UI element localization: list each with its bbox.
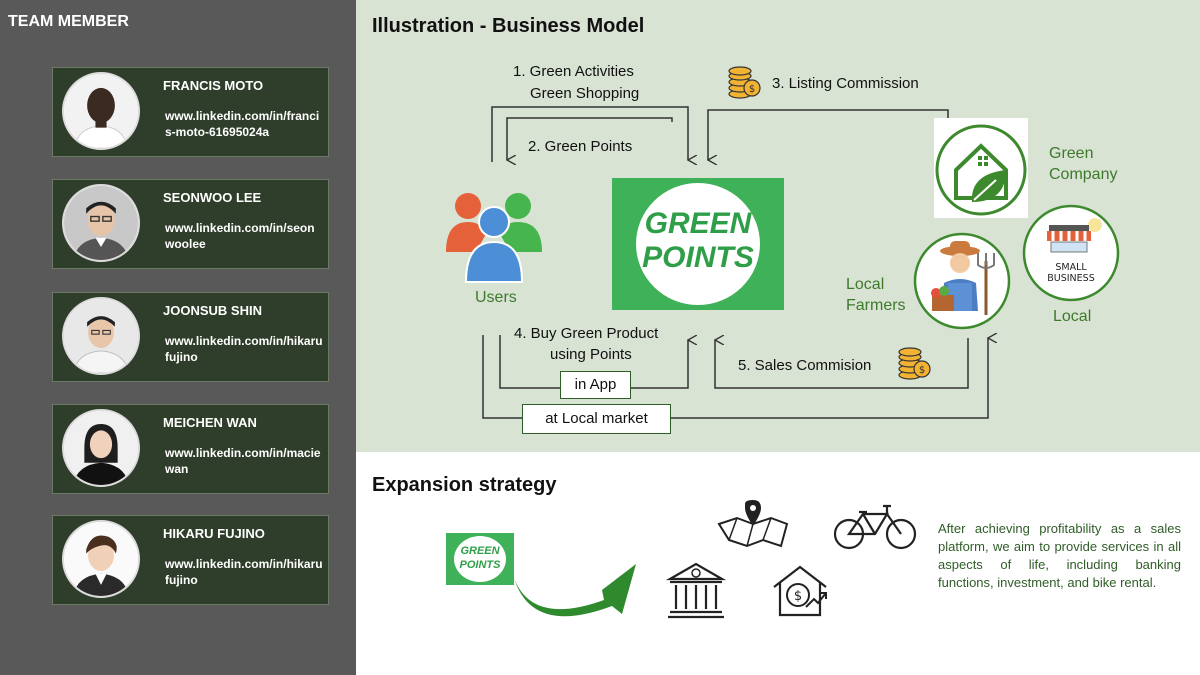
member-name: SEONWOO LEE [163, 190, 262, 205]
member-linkedin-link[interactable]: www.linkedin.com/in/seonwoolee [165, 221, 315, 251]
team-panel: TEAM MEMBER FRANCIS MOTO www.linkedin.co… [0, 0, 356, 675]
step5-label: 5. Sales Commision [738, 357, 872, 374]
member-card: FRANCIS MOTO www.linkedin.com/in/francis… [52, 67, 329, 157]
member-card: JOONSUB SHIN www.linkedin.com/in/hikaruf… [52, 292, 329, 382]
step4-label: 4. Buy Green Product [514, 325, 659, 342]
member-card: SEONWOO LEE www.linkedin.com/in/seonwool… [52, 179, 329, 269]
green-company-logo [934, 118, 1028, 218]
coins-icon: $ [898, 347, 931, 380]
step2-label: 2. Green Points [528, 138, 633, 155]
map-icon [717, 500, 789, 548]
expansion-description: After achieving profitability as a sales… [938, 521, 1181, 590]
investment-icon: $ [773, 565, 827, 617]
green-company-label-line2: Company [1049, 166, 1118, 183]
member-photo [62, 72, 140, 150]
member-photo [62, 297, 140, 375]
farmer-icon [913, 232, 1011, 330]
step3-label: 3. Listing Commission [772, 75, 919, 92]
step1-sub-label: Green Shopping [530, 85, 640, 102]
local-market-box: at Local market [522, 404, 671, 434]
bike-icon [833, 504, 917, 550]
expansion-title: Expansion strategy [372, 474, 557, 496]
member-name: FRANCIS MOTO [163, 78, 264, 93]
step1-label: 1. Green Activities [513, 63, 634, 80]
small-business-icon: SMALL BUSINESS [1022, 204, 1120, 302]
member-linkedin-link[interactable]: www.linkedin.com/in/maciewan [165, 446, 321, 476]
team-title: TEAM MEMBER [8, 13, 129, 30]
member-photo [62, 409, 140, 487]
growth-arrow-icon [514, 564, 636, 617]
coins-icon: $ [728, 66, 761, 99]
in-app-box: in App [560, 371, 631, 399]
member-name: MEICHEN WAN [163, 415, 257, 430]
business-model-title: Illustration - Business Model [372, 15, 645, 37]
bank-icon [666, 562, 726, 619]
svg-text:$: $ [749, 84, 755, 95]
member-photo [62, 520, 140, 598]
member-linkedin-link[interactable]: www.linkedin.com/in/francis-moto-6169502… [165, 109, 320, 139]
member-name: HIKARU FUJINO [163, 526, 265, 541]
svg-text:$: $ [794, 589, 802, 604]
svg-text:$: $ [919, 365, 925, 376]
member-name: JOONSUB SHIN [163, 303, 262, 318]
member-card: MEICHEN WAN www.linkedin.com/in/maciewan [52, 404, 329, 494]
green-company-label: Green [1049, 145, 1094, 162]
small-business-text-line2: BUSINESS [1047, 273, 1094, 284]
users-icon [446, 193, 542, 283]
local-label: Local [1053, 308, 1092, 325]
small-business-text: SMALL [1055, 262, 1087, 273]
member-linkedin-link[interactable]: www.linkedin.com/in/hikarufujino [165, 557, 323, 587]
member-linkedin-link[interactable]: www.linkedin.com/in/hikarufujino [165, 334, 323, 364]
farmers-label-line2: Farmers [846, 297, 906, 314]
step4-sub-label: using Points [550, 346, 632, 363]
farmers-label: Local [846, 276, 885, 293]
green-points-logo: GREEN POINTS [612, 178, 784, 310]
users-label: Users [475, 289, 517, 306]
member-photo [62, 184, 140, 262]
member-card: HIKARU FUJINO www.linkedin.com/in/hikaru… [52, 515, 329, 605]
green-points-logo-small: GREEN POINTS [446, 533, 514, 585]
